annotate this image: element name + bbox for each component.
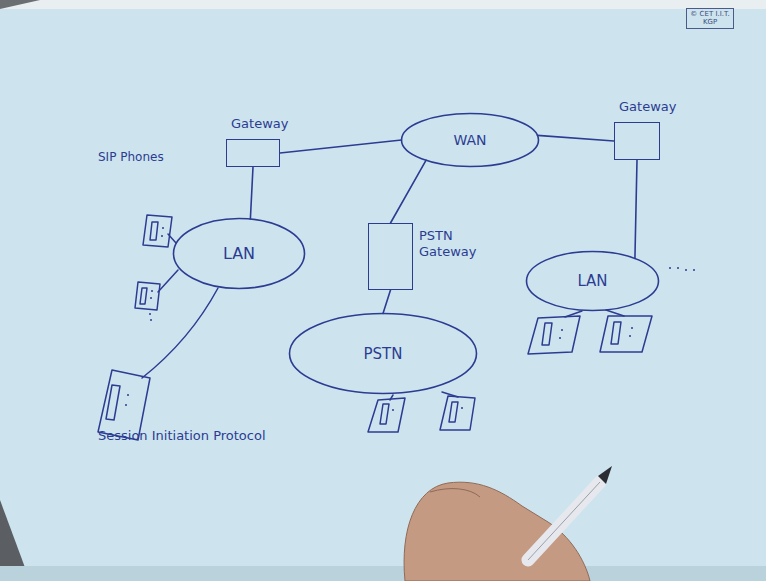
paper-edge [0, 566, 766, 581]
node-label: Gateway [231, 116, 283, 132]
node-label: PSTN [364, 345, 403, 363]
sip-phone [528, 316, 580, 354]
network-link [280, 140, 402, 153]
paper-shadow [0, 0, 40, 9]
lan-cloud: LAN [525, 250, 660, 312]
marker-pen [528, 482, 600, 560]
node-label: LAN [577, 272, 607, 290]
network-link [383, 290, 391, 314]
node-label: WAN [453, 132, 486, 149]
phone-wire [606, 310, 624, 316]
pstn-gateway-box: PSTN Gateway [368, 223, 413, 290]
copyright-stamp: © CET I.I.T. KGP [686, 8, 734, 29]
paper-edge [0, 0, 766, 9]
phone-wire [168, 234, 176, 243]
node-label: Gateway [619, 99, 663, 115]
node-label: PSTN Gateway [419, 228, 491, 259]
marker-pen [528, 482, 600, 560]
network-link [250, 167, 253, 219]
ellipse-outline [402, 114, 539, 167]
ellipse-outline [290, 314, 477, 394]
sip-phone [135, 282, 160, 310]
phone-wire [565, 311, 582, 317]
node-label: LAN [223, 244, 255, 263]
pstn-cloud: PSTN [288, 312, 478, 395]
note-text: Session Initiation Protocol [98, 428, 266, 444]
marker-tip [598, 466, 612, 484]
phone-wire [390, 395, 393, 400]
network-link [537, 135, 614, 141]
wan-cloud: WAN [400, 112, 540, 168]
hand [430, 489, 480, 497]
ellipsis-dots [125, 227, 695, 411]
sip-phone [440, 396, 475, 430]
group-label: SIP Phones [98, 150, 164, 164]
sip-phone [143, 215, 172, 247]
gateway-box: Gateway [614, 122, 660, 160]
phone-wire [442, 392, 458, 397]
network-link [635, 160, 637, 258]
lan-cloud: LAN [172, 217, 306, 290]
ellipse-outline [527, 252, 659, 311]
sip-phone [600, 316, 652, 352]
gateway-box: Gateway [226, 139, 280, 167]
phone-wire [158, 270, 178, 292]
sip-phone [368, 398, 405, 432]
network-link [391, 160, 426, 223]
ellipse-outline [174, 219, 305, 289]
phone-wire [142, 288, 218, 378]
